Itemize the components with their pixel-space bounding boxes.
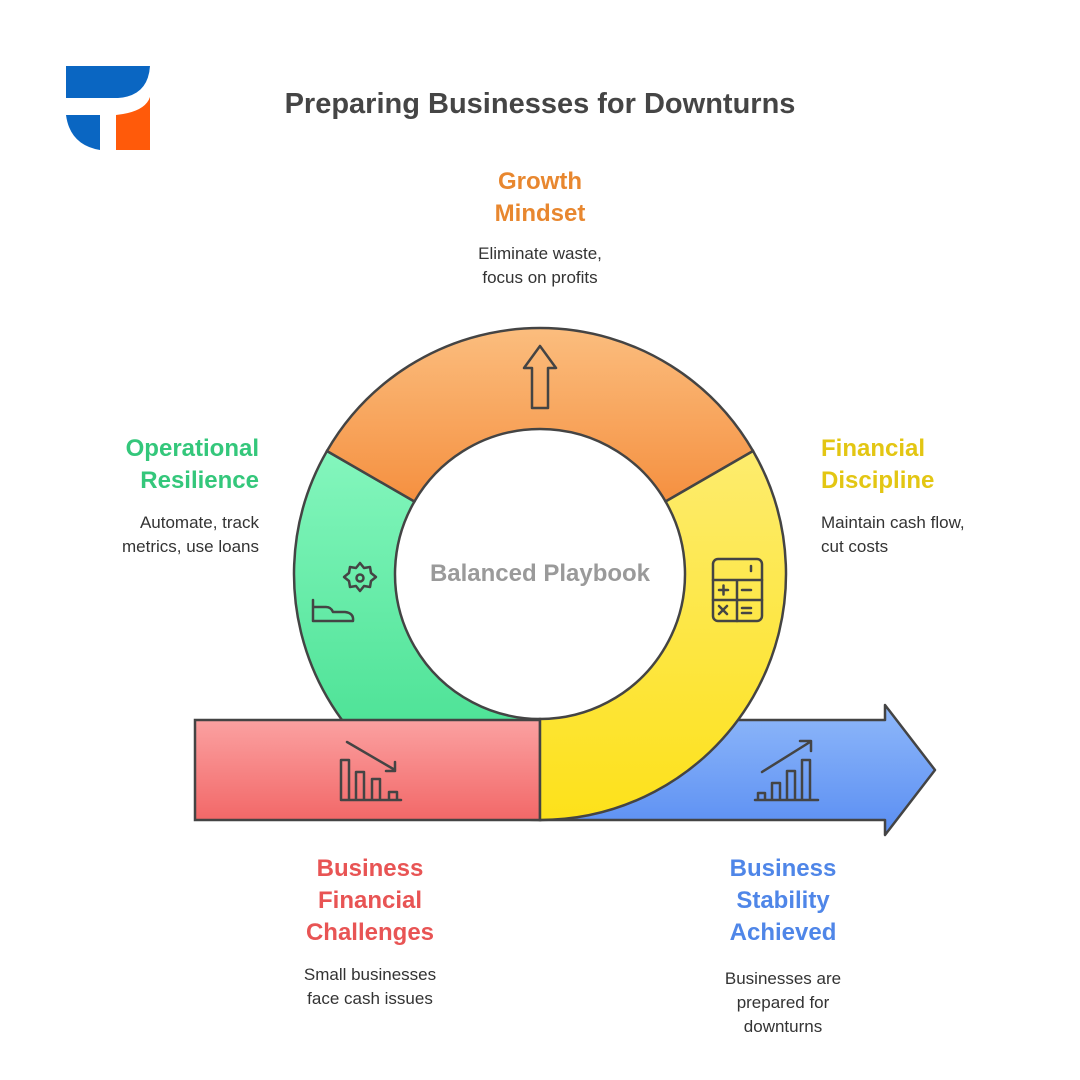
shoe-icon <box>311 598 355 623</box>
stage-title: Challenges <box>305 919 435 946</box>
stage-growth: Growth Mindset Eliminate waste, focus on… <box>390 166 690 290</box>
stage-title: Mindset <box>494 200 586 227</box>
logo <box>66 66 150 150</box>
stage-title: Growth <box>498 168 582 195</box>
stage-title: Discipline <box>821 467 935 494</box>
stage-desc: Eliminate waste, <box>478 244 602 263</box>
center-label: Balanced Playbook <box>429 560 651 587</box>
stage-title: Financial <box>317 887 423 914</box>
challenges-block <box>193 718 542 822</box>
stage-title: Achieved <box>729 919 837 946</box>
stage-title: Operational <box>125 435 259 462</box>
stage-desc: Automate, track <box>139 513 259 532</box>
gear-icon <box>342 561 378 593</box>
page-title: Preparing Businesses for Downturns <box>284 88 796 120</box>
stage-title: Resilience <box>140 467 259 494</box>
stage-financial: Financial Discipline Maintain cash flow,… <box>821 433 1061 559</box>
calculator-icon <box>711 557 764 623</box>
chart-down-icon <box>339 740 403 802</box>
stage-desc: cut costs <box>821 537 889 556</box>
stage-challenges: Business Financial Challenges Small busi… <box>220 853 520 1011</box>
ring-segment-financial <box>538 449 788 822</box>
stage-title: Business <box>729 855 837 882</box>
stage-desc: Maintain cash flow, <box>821 513 965 532</box>
stage-desc: downturns <box>743 1017 823 1036</box>
stage-operational: Operational Resilience Automate, track m… <box>40 433 259 559</box>
stage-title: Stability <box>736 887 830 914</box>
ring-segment-growth <box>325 326 755 504</box>
stage-desc: prepared for <box>736 993 830 1012</box>
stage-desc: Businesses are <box>724 969 842 988</box>
stage-desc: face cash issues <box>307 989 433 1008</box>
chart-up-icon <box>753 739 820 802</box>
stage-stability: Business Stability Achieved Businesses a… <box>633 853 933 1039</box>
stage-desc: Small businesses <box>303 965 437 984</box>
stage-title: Business <box>316 855 424 882</box>
stage-desc: focus on profits <box>482 268 598 287</box>
arrow-up-icon <box>522 344 558 410</box>
stage-title: Financial <box>821 435 926 462</box>
stage-desc: metrics, use loans <box>122 537 259 556</box>
